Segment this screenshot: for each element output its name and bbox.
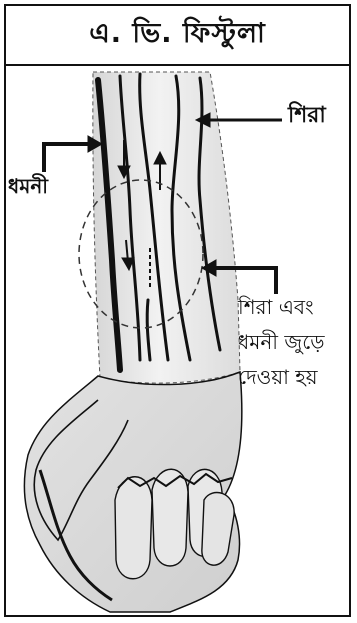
label-joined-line3: দেওয়া হয়	[238, 360, 325, 395]
label-artery: ধমনী	[8, 172, 48, 205]
label-vein: শিরা	[288, 98, 326, 135]
label-joined-line1: শিরা এবং	[238, 290, 325, 325]
label-joined-line2: ধমনী জুড়ে	[238, 325, 325, 360]
label-joined: শিরা এবং ধমনী জুড়ে দেওয়া হয়	[238, 290, 325, 395]
vein-pointer	[196, 113, 282, 127]
finger-1	[115, 477, 152, 579]
